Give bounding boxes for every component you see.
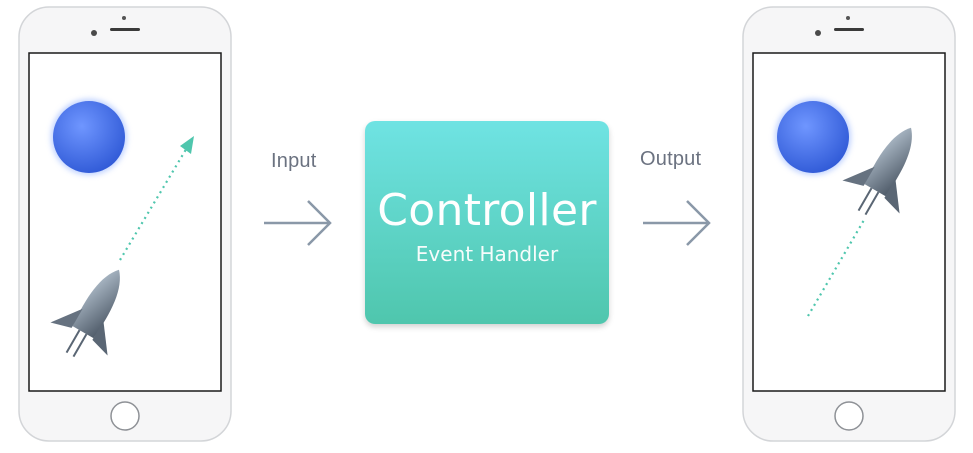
front-camera <box>815 30 821 36</box>
rocket-icon <box>50 269 120 358</box>
input-label: Input <box>271 150 317 172</box>
sensor-dot <box>846 16 850 20</box>
controller-title: Controller <box>377 185 597 236</box>
trajectory-line <box>119 145 189 261</box>
rocket-icon <box>842 127 912 216</box>
speaker-grille <box>834 28 864 31</box>
planet <box>777 101 849 173</box>
front-camera <box>91 30 97 36</box>
screen <box>752 52 946 392</box>
trajectory-line <box>807 219 865 317</box>
controller-box: Controller Event Handler <box>365 121 609 324</box>
speaker-grille <box>110 28 140 31</box>
phone-input <box>18 6 232 444</box>
controller-subtitle: Event Handler <box>415 242 559 266</box>
phone-output <box>742 6 956 444</box>
trajectory-arrowhead-icon <box>180 136 194 154</box>
output-arrow-icon <box>641 195 715 256</box>
output-label: Output <box>640 148 702 170</box>
home-button <box>110 401 140 431</box>
sensor-dot <box>122 16 126 20</box>
input-arrow-icon <box>262 195 336 256</box>
planet <box>53 101 125 173</box>
home-button <box>834 401 864 431</box>
screen <box>28 52 222 392</box>
